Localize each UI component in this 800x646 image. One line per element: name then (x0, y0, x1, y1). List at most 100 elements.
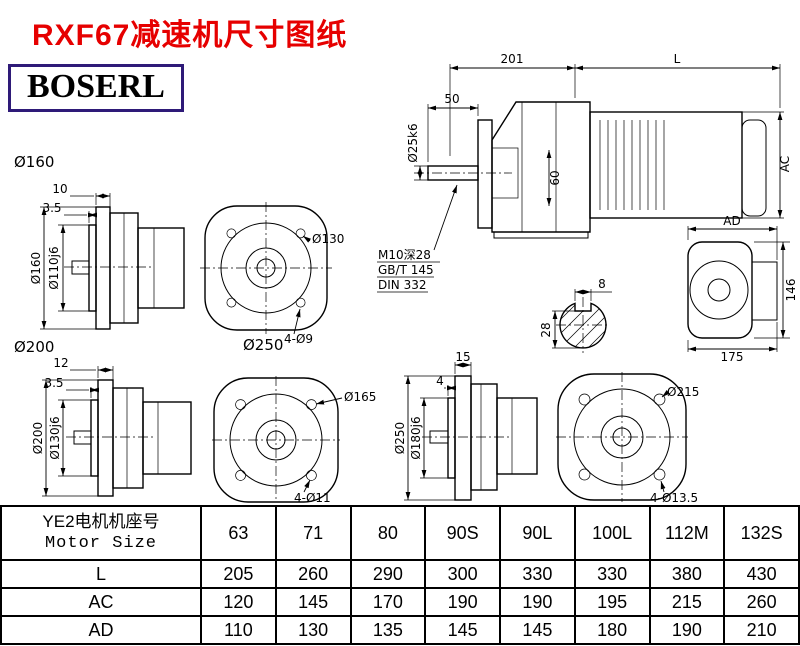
table-cell: 145 (274, 587, 352, 617)
dim-od200-label: Ø200 (31, 422, 45, 454)
table-cell: 145 (499, 615, 576, 645)
dim-60-label: 60 (548, 170, 562, 185)
motor-side-view: AD 146 175 (687, 214, 798, 364)
keyway-depth-label: 28 (539, 322, 553, 337)
housing-base (493, 231, 589, 239)
extension-lines (414, 64, 784, 219)
bolt-circle-leader (661, 389, 670, 398)
dim-spigot130-label: Ø130j6 (48, 416, 62, 459)
table-cell: 190 (499, 587, 576, 617)
row-label-L: L (0, 559, 202, 589)
table-cell: 260 (274, 559, 352, 589)
bolt-circle-label: Ø215 (667, 385, 699, 399)
table-header-row: YE2电机机座号 Motor Size 63 71 80 90S 90L 100… (0, 505, 800, 561)
dim-3-5-label: 3.5 (44, 376, 63, 390)
shaft-stub (71, 260, 90, 275)
section-hatching (560, 303, 606, 348)
shaft-stub (73, 430, 92, 445)
adapter-block (751, 261, 778, 321)
dim-4-label: 4 (436, 374, 444, 388)
table-cell: 170 (349, 587, 427, 617)
bolt-hole (653, 468, 666, 481)
gb-standard-label: GB/T 145 (378, 263, 434, 277)
holes-leader (293, 308, 301, 335)
dim-od250-label: Ø250 (393, 422, 407, 454)
dim-15-label: 15 (455, 350, 470, 364)
dim-shaft-label: Ø25k6 (406, 123, 420, 162)
centerlines (212, 376, 340, 502)
holes-label: 4-Ø9 (284, 332, 313, 346)
dim-spigot180-label: Ø180j6 (409, 416, 423, 459)
dim-146-label: 146 (784, 279, 798, 302)
motor-size-90s: 90S (424, 505, 501, 561)
motor-body (589, 111, 743, 219)
table-cell: 120 (200, 587, 277, 617)
dim-od160-label: Ø160 (29, 252, 43, 284)
dim-3-5-label: 3.5 (42, 201, 61, 215)
flange-plate (97, 379, 114, 497)
bolt-hole (306, 470, 317, 481)
table-cell: 190 (424, 587, 501, 617)
dim-AD-label: AD (723, 214, 740, 228)
view-label-160: Ø160 (14, 153, 54, 171)
dim-201-label: 201 (501, 52, 524, 66)
end-bell-circle (689, 260, 749, 320)
table-cell: 210 (723, 615, 800, 645)
din-standard-label: DIN 332 (378, 278, 426, 292)
table-row-AC: AC 120 145 170 190 190 195 215 260 (0, 587, 800, 617)
row-label-AC: AC (0, 587, 202, 617)
tap-leader-line (433, 184, 458, 251)
motor-dimension-table: YE2电机机座号 Motor Size 63 71 80 90S 90L 100… (0, 505, 800, 645)
table-cell: 180 (573, 615, 651, 645)
table-cell: 195 (573, 587, 651, 617)
dim-50-label: 50 (444, 92, 459, 106)
flange200-side-view: Ø200 12 3.5 Ø200 Ø130j6 (14, 338, 192, 497)
extension-lines (687, 226, 790, 352)
bolt-circle-leader (315, 397, 343, 405)
flange200-front-view: Ø165 4-Ø11 (212, 376, 376, 505)
table-cell: 300 (424, 559, 501, 589)
flange-plate (95, 206, 111, 330)
flange-plate (454, 375, 472, 501)
fan-cover (741, 119, 767, 217)
bolt-hole (295, 228, 306, 239)
housing-ribs (123, 213, 155, 323)
housing-ribs (126, 388, 159, 488)
table-cell: 430 (723, 559, 800, 589)
dim-12-label: 12 (53, 356, 68, 370)
housing-rear (142, 401, 192, 475)
dim-L-label: L (674, 52, 681, 66)
bolt-hole (226, 297, 237, 308)
flange-spigot (90, 399, 99, 477)
flange-spigot (88, 224, 97, 312)
housing-ribs (521, 102, 557, 232)
motor-size-80: 80 (349, 505, 427, 561)
bolt-hole (295, 297, 306, 308)
flange160-front-view: Ø130 4-Ø9 (200, 202, 344, 346)
bolt-hole (235, 470, 246, 481)
flange-spigot (447, 397, 456, 479)
table-row-L: L 205 260 290 300 330 330 380 430 (0, 559, 800, 589)
centerlines (556, 372, 688, 502)
extension-lines (552, 289, 612, 349)
table-header-cn: YE2电机机座号 (42, 512, 160, 531)
row-label-AD: AD (0, 615, 202, 645)
table-cell: 290 (349, 559, 427, 589)
motor-size-71: 71 (274, 505, 352, 561)
table-cell: 330 (573, 559, 651, 589)
bolt-hole (653, 393, 666, 406)
bolt-hole (578, 468, 591, 481)
motor-size-132s: 132S (723, 505, 800, 561)
bolt-hole (306, 399, 317, 410)
housing-rear (496, 397, 538, 475)
motor-size-100l: 100L (573, 505, 651, 561)
technical-drawing: 201 L 50 Ø25k6 60 AC M10深28 GB/T 145 DIN… (14, 52, 798, 505)
dim-10-label: 10 (52, 182, 67, 196)
table-cell: 110 (200, 615, 277, 645)
holes-leader (303, 479, 311, 493)
gearbox-housing (491, 101, 591, 233)
view-label-250: Ø250 (243, 336, 283, 354)
keyway-width-label: 8 (598, 277, 606, 291)
dim-175-label: 175 (721, 350, 744, 364)
output-flange-plate (477, 119, 493, 229)
